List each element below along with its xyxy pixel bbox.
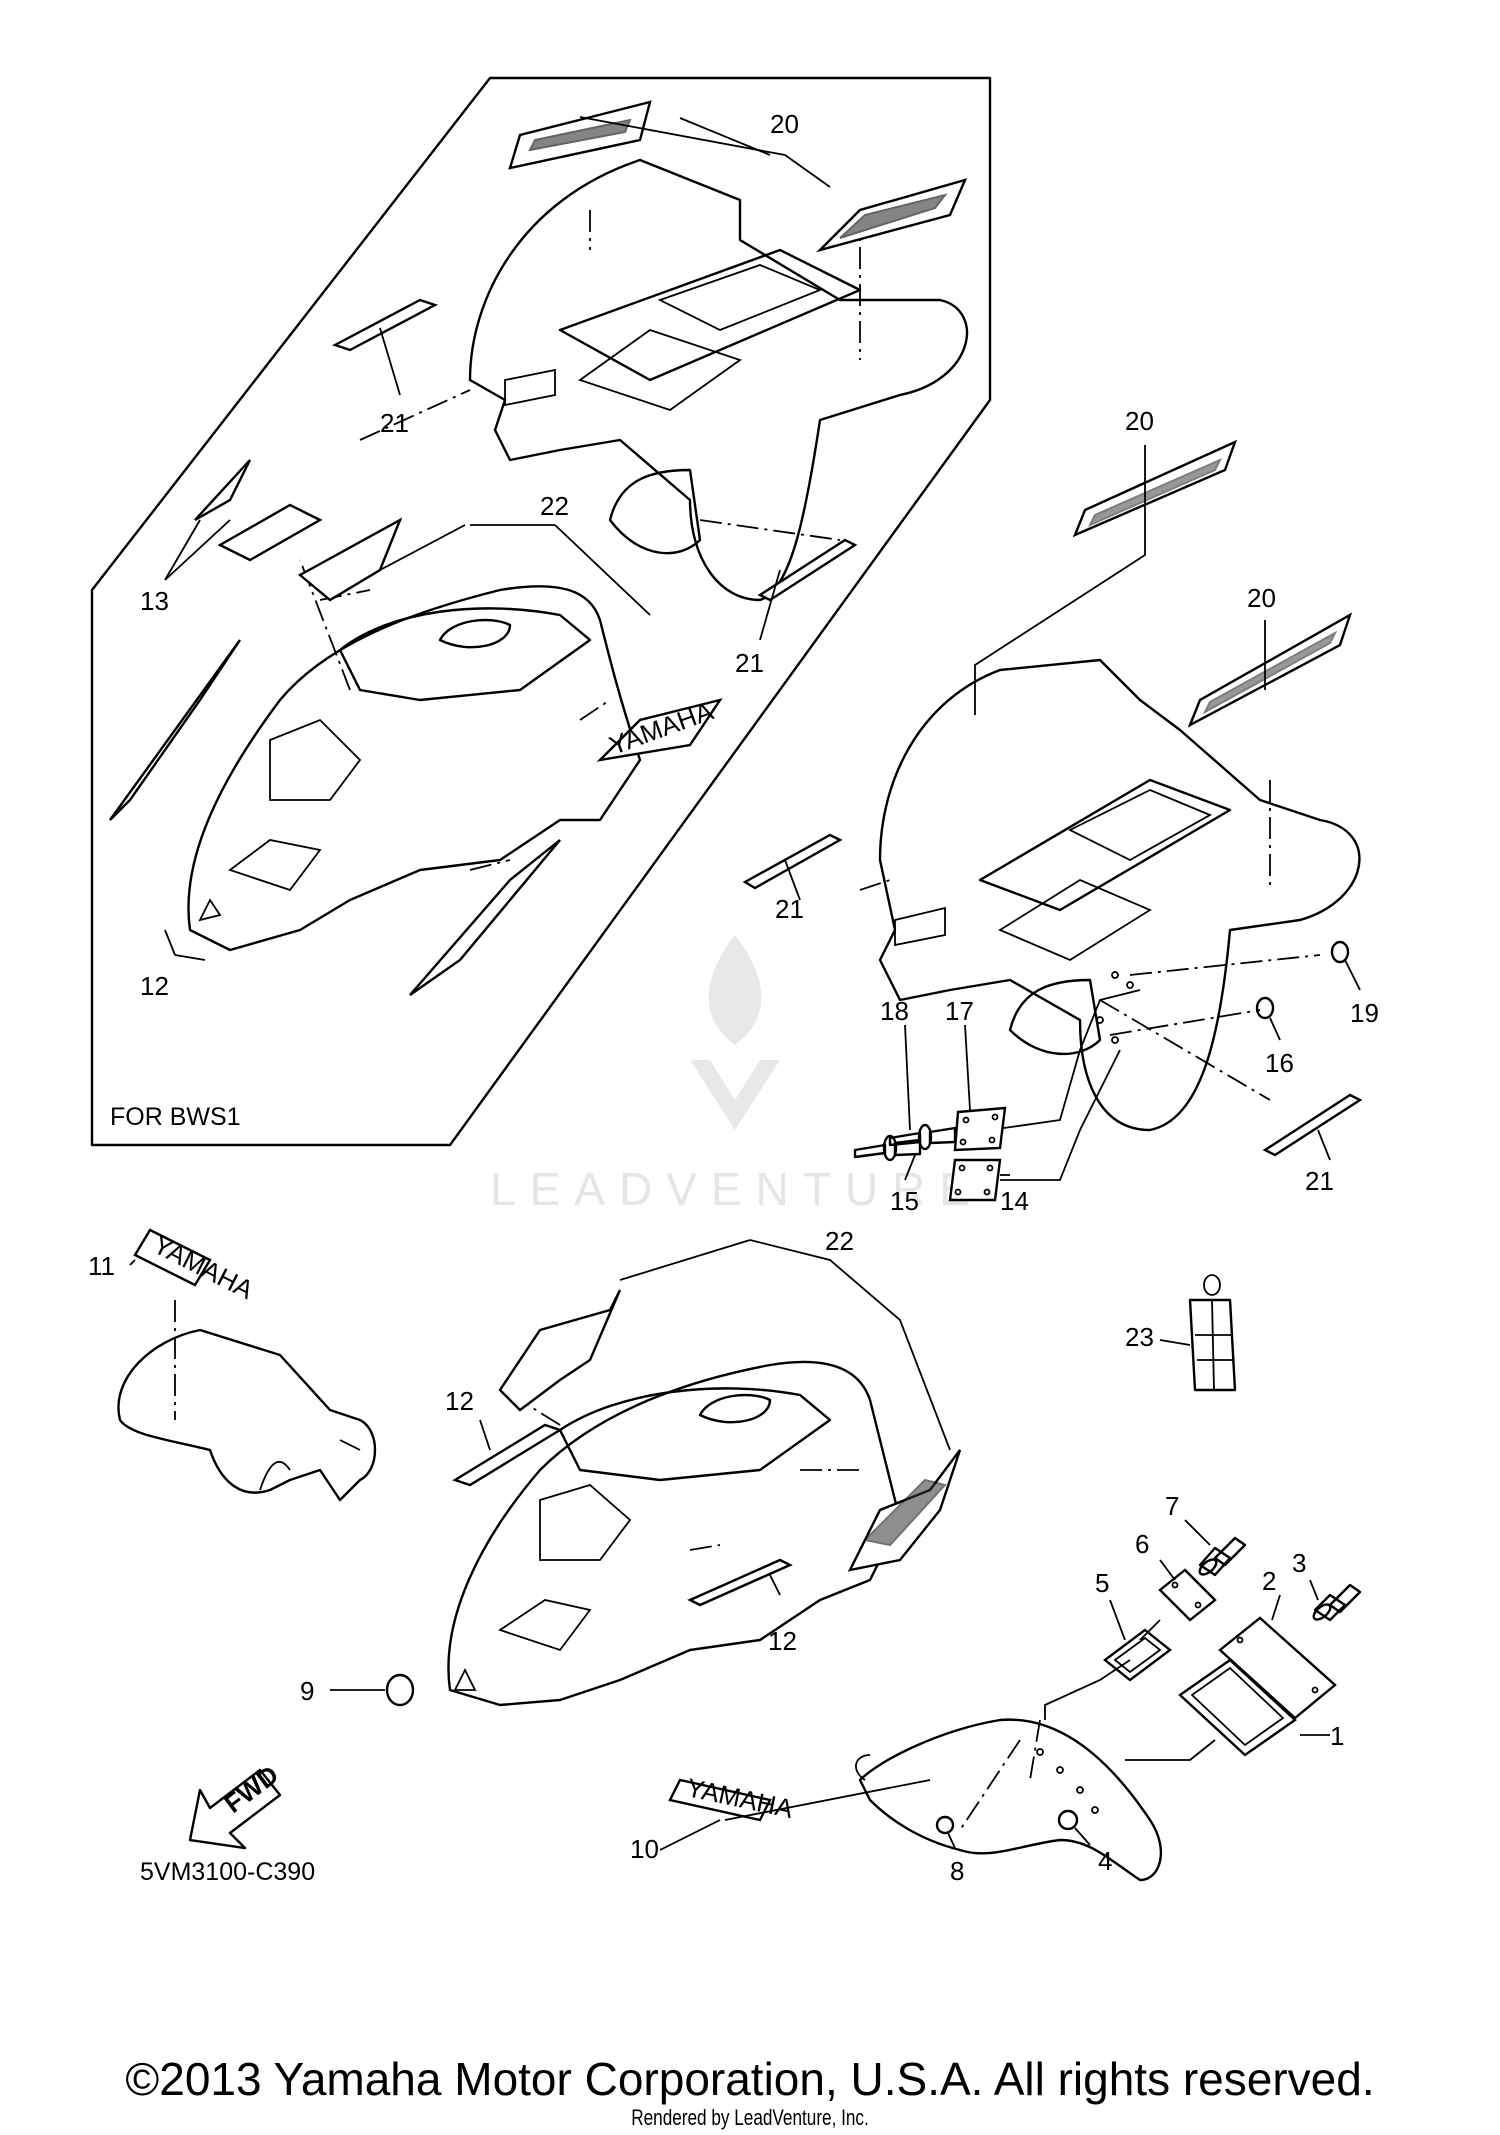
callout-14: 14 [1000,1186,1029,1216]
rivet-7 [1198,1536,1247,1577]
grommet-16 [1255,996,1275,1020]
callout-19: 19 [1350,998,1379,1028]
decal-20-upper-lettering [1087,457,1223,528]
inset-decal-13-center [217,503,323,562]
callout-1: 1 [1330,1721,1344,1751]
callout-16: 16 [1265,1048,1294,1078]
callout-17: 17 [945,996,974,1026]
decal-20-lower-lettering [1202,630,1338,715]
callout-20-inset: 20 [770,109,799,139]
callout-18: 18 [880,996,909,1026]
washer-8 [935,1815,955,1835]
callout-6: 6 [1135,1529,1149,1559]
decal-12-upper [452,1423,563,1487]
cover-11 [117,1300,377,1502]
inset-rear-fender [359,158,968,602]
rivet-15 [853,1134,922,1162]
decal-yamaha-10 [668,1778,772,1822]
rivet-3 [1312,1583,1362,1622]
callout-12-lower: 12 [768,1626,797,1656]
inset-decal-yamaha-side [596,698,723,762]
front-cowl [447,1360,902,1707]
inset-decal-20-left-lettering [528,118,632,152]
fwd-label: FWD [219,1759,284,1819]
callout-15: 15 [890,1186,919,1216]
callout-21-inset-right: 21 [735,648,764,678]
plate-5 [1103,1628,1172,1682]
callout-22-inset: 22 [540,491,569,521]
decal-22-upper [498,1289,622,1412]
bws1-inset-frame [90,76,992,1147]
fwd-arrow-icon: FWD [188,1759,284,1850]
rear-fender [859,658,1361,1132]
rivet-18 [888,1123,957,1151]
callout-5: 5 [1095,1568,1109,1598]
callout-10: 10 [630,1834,659,1864]
callout-4: 4 [1098,1846,1112,1876]
inset-decal-20-right-lettering [839,193,948,239]
callout-2: 2 [1262,1566,1276,1596]
plate-6 [1158,1568,1217,1622]
decal-12-lower [687,1558,793,1607]
inset-decal-22-right-stripe [409,839,561,996]
callout-11: 11 [88,1251,115,1281]
inset-decal-21-right [757,538,858,602]
callout-13: 13 [140,586,169,616]
callout-8: 8 [950,1856,964,1886]
grommet-19 [1330,940,1350,964]
part-code: 5VM3100-C390 [140,1858,315,1886]
inset-decal-13-left [194,459,252,522]
copyright-notice: ©2013 Yamaha Motor Corporation, U.S.A. A… [125,2053,1375,2105]
inset-label: FOR BWS1 [110,1103,241,1131]
decal-21-left [742,833,843,890]
watermark-text: LEADVENTURE [490,1163,984,1215]
rendered-by-credit: Rendered by LeadVenture, Inc. [631,2105,869,2130]
callout-21-left: 21 [775,894,804,924]
front-fender [855,1718,1163,1882]
decal-yamaha-11 [133,1228,212,1287]
callout-23: 23 [1125,1322,1154,1352]
decal-yamaha-side-stripe [862,1478,947,1547]
plate-2 [1218,1616,1337,1720]
callout-21-right: 21 [1305,1166,1334,1196]
callout-20-upper: 20 [1125,406,1154,436]
callout-12-upper: 12 [445,1386,474,1416]
callout-12-inset: 12 [140,971,169,1001]
callout-21-inset-left: 21 [380,408,409,438]
emblem-9 [385,1673,415,1707]
callout-9: 9 [300,1676,314,1706]
washer-4 [1057,1809,1079,1831]
inset-decal-21-left [331,298,439,352]
decal-21-right [1262,1093,1363,1157]
tag-23 [1188,1274,1237,1392]
leadventure-watermark: LEADVENTURE [490,935,984,1215]
callout-20-lower: 20 [1247,583,1276,613]
inset-decal-22-upper [297,517,403,602]
inset-front-cowl [187,559,642,952]
callout-22-main: 22 [825,1226,854,1256]
inset-decal-22-left-stripe [109,639,241,821]
callout-7: 7 [1165,1491,1179,1521]
callout-3: 3 [1292,1548,1306,1578]
